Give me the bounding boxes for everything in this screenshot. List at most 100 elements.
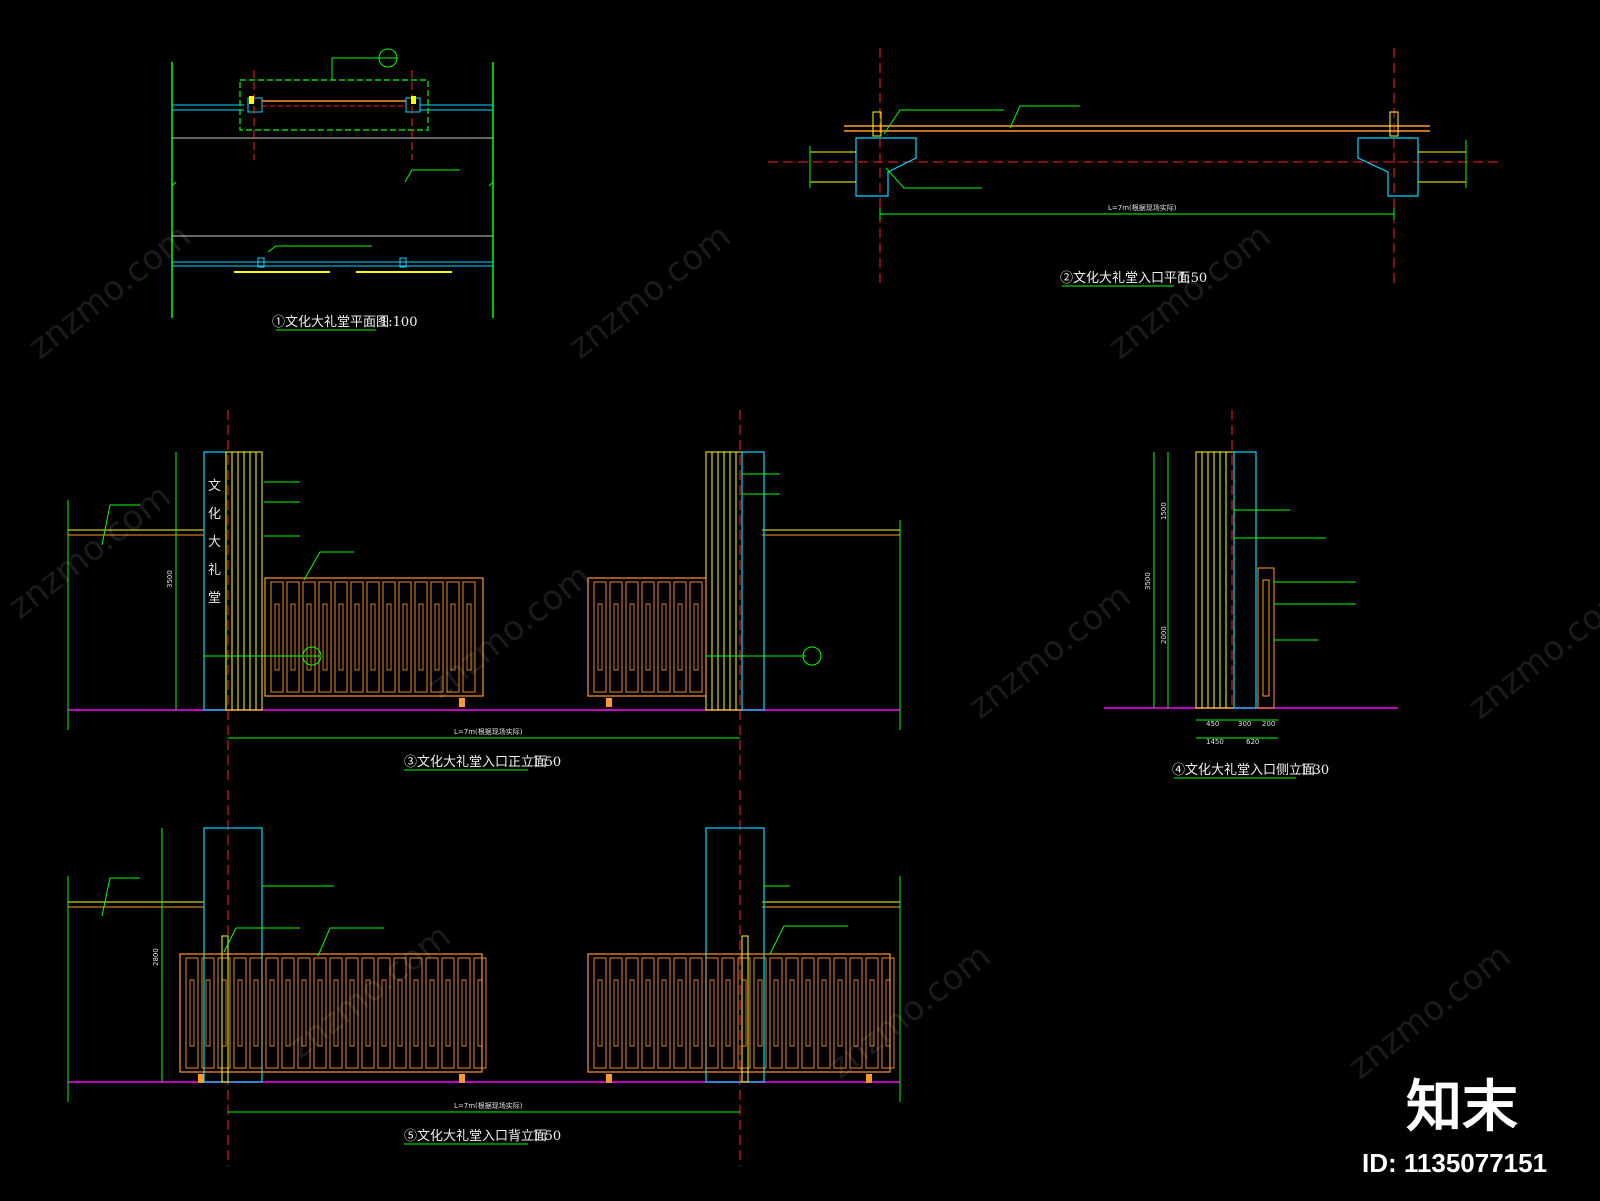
fence-slat [457,957,471,1069]
fence-slot [629,979,635,1047]
fence-slat [377,957,391,1069]
fence-slot [381,979,387,1047]
fence-slot [285,979,291,1047]
view-3-scale: 1:50 [532,755,561,770]
fence-slot [402,603,408,671]
fence-slat [270,581,284,693]
fence-slat [409,957,423,1069]
fence-slot [461,979,467,1047]
view-4-w3-dim: 200 [1262,720,1275,728]
fence-slot [413,979,419,1047]
fence-slat [817,957,831,1069]
fence-slot [306,603,312,671]
fence-slat [609,957,623,1069]
view-3-height-dim: 3500 [166,570,174,588]
fence-slat [430,581,444,693]
fence-slot [693,603,699,671]
fence-slot [613,979,619,1047]
fence-slat [785,957,799,1069]
view-1-title: ①文化大礼堂平面图 [272,314,389,330]
fence-slot [418,603,424,671]
fence-slot [189,979,195,1047]
fence-slot [677,603,683,671]
view-4-total-dim: 3500 [1144,572,1152,590]
watermark-text: znzmo.com [1461,576,1600,727]
fence-slat [441,957,455,1069]
fence-slot [269,979,275,1047]
sign-char-2: 化 [208,507,221,522]
sign-char-1: 文 [208,479,221,494]
fence-slat [425,957,439,1069]
view-4-total2-dim: 620 [1246,738,1259,746]
fence-slot [450,603,456,671]
fence-slot [333,979,339,1047]
brand-logo: 知末 [1406,1075,1518,1140]
fence-slot [661,979,667,1047]
fence-front-slats [270,581,476,693]
fence-slot [370,603,376,671]
fence-slat [641,957,655,1069]
fence-slat [689,957,703,1069]
fence-back-slats-2 [593,957,895,1069]
fence-slat [625,581,639,693]
fence-slat [201,957,215,1069]
fence-slat [265,957,279,1069]
fence-slot [386,603,392,671]
fence-slat [313,957,327,1069]
fence-slat [689,581,703,693]
fence-slat [334,581,348,693]
fence-slot [837,979,843,1047]
view-2-entrance-plan: L=7m(根据现场实际) ②文化大礼堂入口平面 1:50 [768,48,1500,287]
fence-slat [473,957,487,1069]
fence-slat [382,581,396,693]
fence-slot [429,979,435,1047]
fence-slot [322,603,328,671]
view-5-title: ⑤文化大礼堂入口背立面 [404,1128,547,1144]
fence-slat [361,957,375,1069]
watermark-text: znzmo.com [421,556,599,707]
view-4-total1-dim: 1450 [1206,738,1224,746]
fence-slat [302,581,316,693]
fence-slot [661,603,667,671]
view-4-w1-dim: 450 [1206,720,1219,728]
fence-slat [217,957,231,1069]
fence-slat [753,957,767,1069]
fence-slat [350,581,364,693]
fence-slat [657,581,671,693]
fence-slat [673,581,687,693]
fence-slat [657,957,671,1069]
fence-slot [477,979,483,1047]
view-4-lower-dim: 2000 [1160,626,1168,644]
fence-slot [434,603,440,671]
fence-slot [274,603,280,671]
fence-slat [462,581,476,693]
fence-slot [725,979,731,1047]
fence-slot [365,979,371,1047]
fence-slat [297,957,311,1069]
fence-slot [445,979,451,1047]
fence-slot [645,979,651,1047]
view-4-side-elevation: 3500 1500 2000 450 300 200 1450 620 ④文化大… [1104,410,1398,779]
fence-slat [833,957,847,1069]
view-2-scale: 1:50 [1178,271,1207,286]
fence-slot [349,979,355,1047]
watermark-text: znzmo.com [821,936,999,1087]
fence-slot [338,603,344,671]
fence-slat [329,957,343,1069]
fence-slot [709,979,715,1047]
view-5-back-elevation: 2800 L=7m(根据现场实际) ⑤文化大礼堂入口背立面 1:50 [67,790,901,1166]
fence-slot [253,979,259,1047]
view-3-title: ③文化大礼堂入口正立面 [404,754,547,770]
fence-slot [237,979,243,1047]
fence-slat [801,957,815,1069]
fence-slat [881,957,895,1069]
view-1-scale: 1:100 [380,315,417,330]
fence-front-slats-2 [593,581,703,693]
id-label: ID: 1135077151 [1362,1148,1547,1178]
fence-slot [354,603,360,671]
view-4-upper-dim: 1500 [1160,502,1168,520]
view-2-title: ②文化大礼堂入口平面 [1060,270,1190,286]
fence-slot [869,979,875,1047]
fence-slot [805,979,811,1047]
